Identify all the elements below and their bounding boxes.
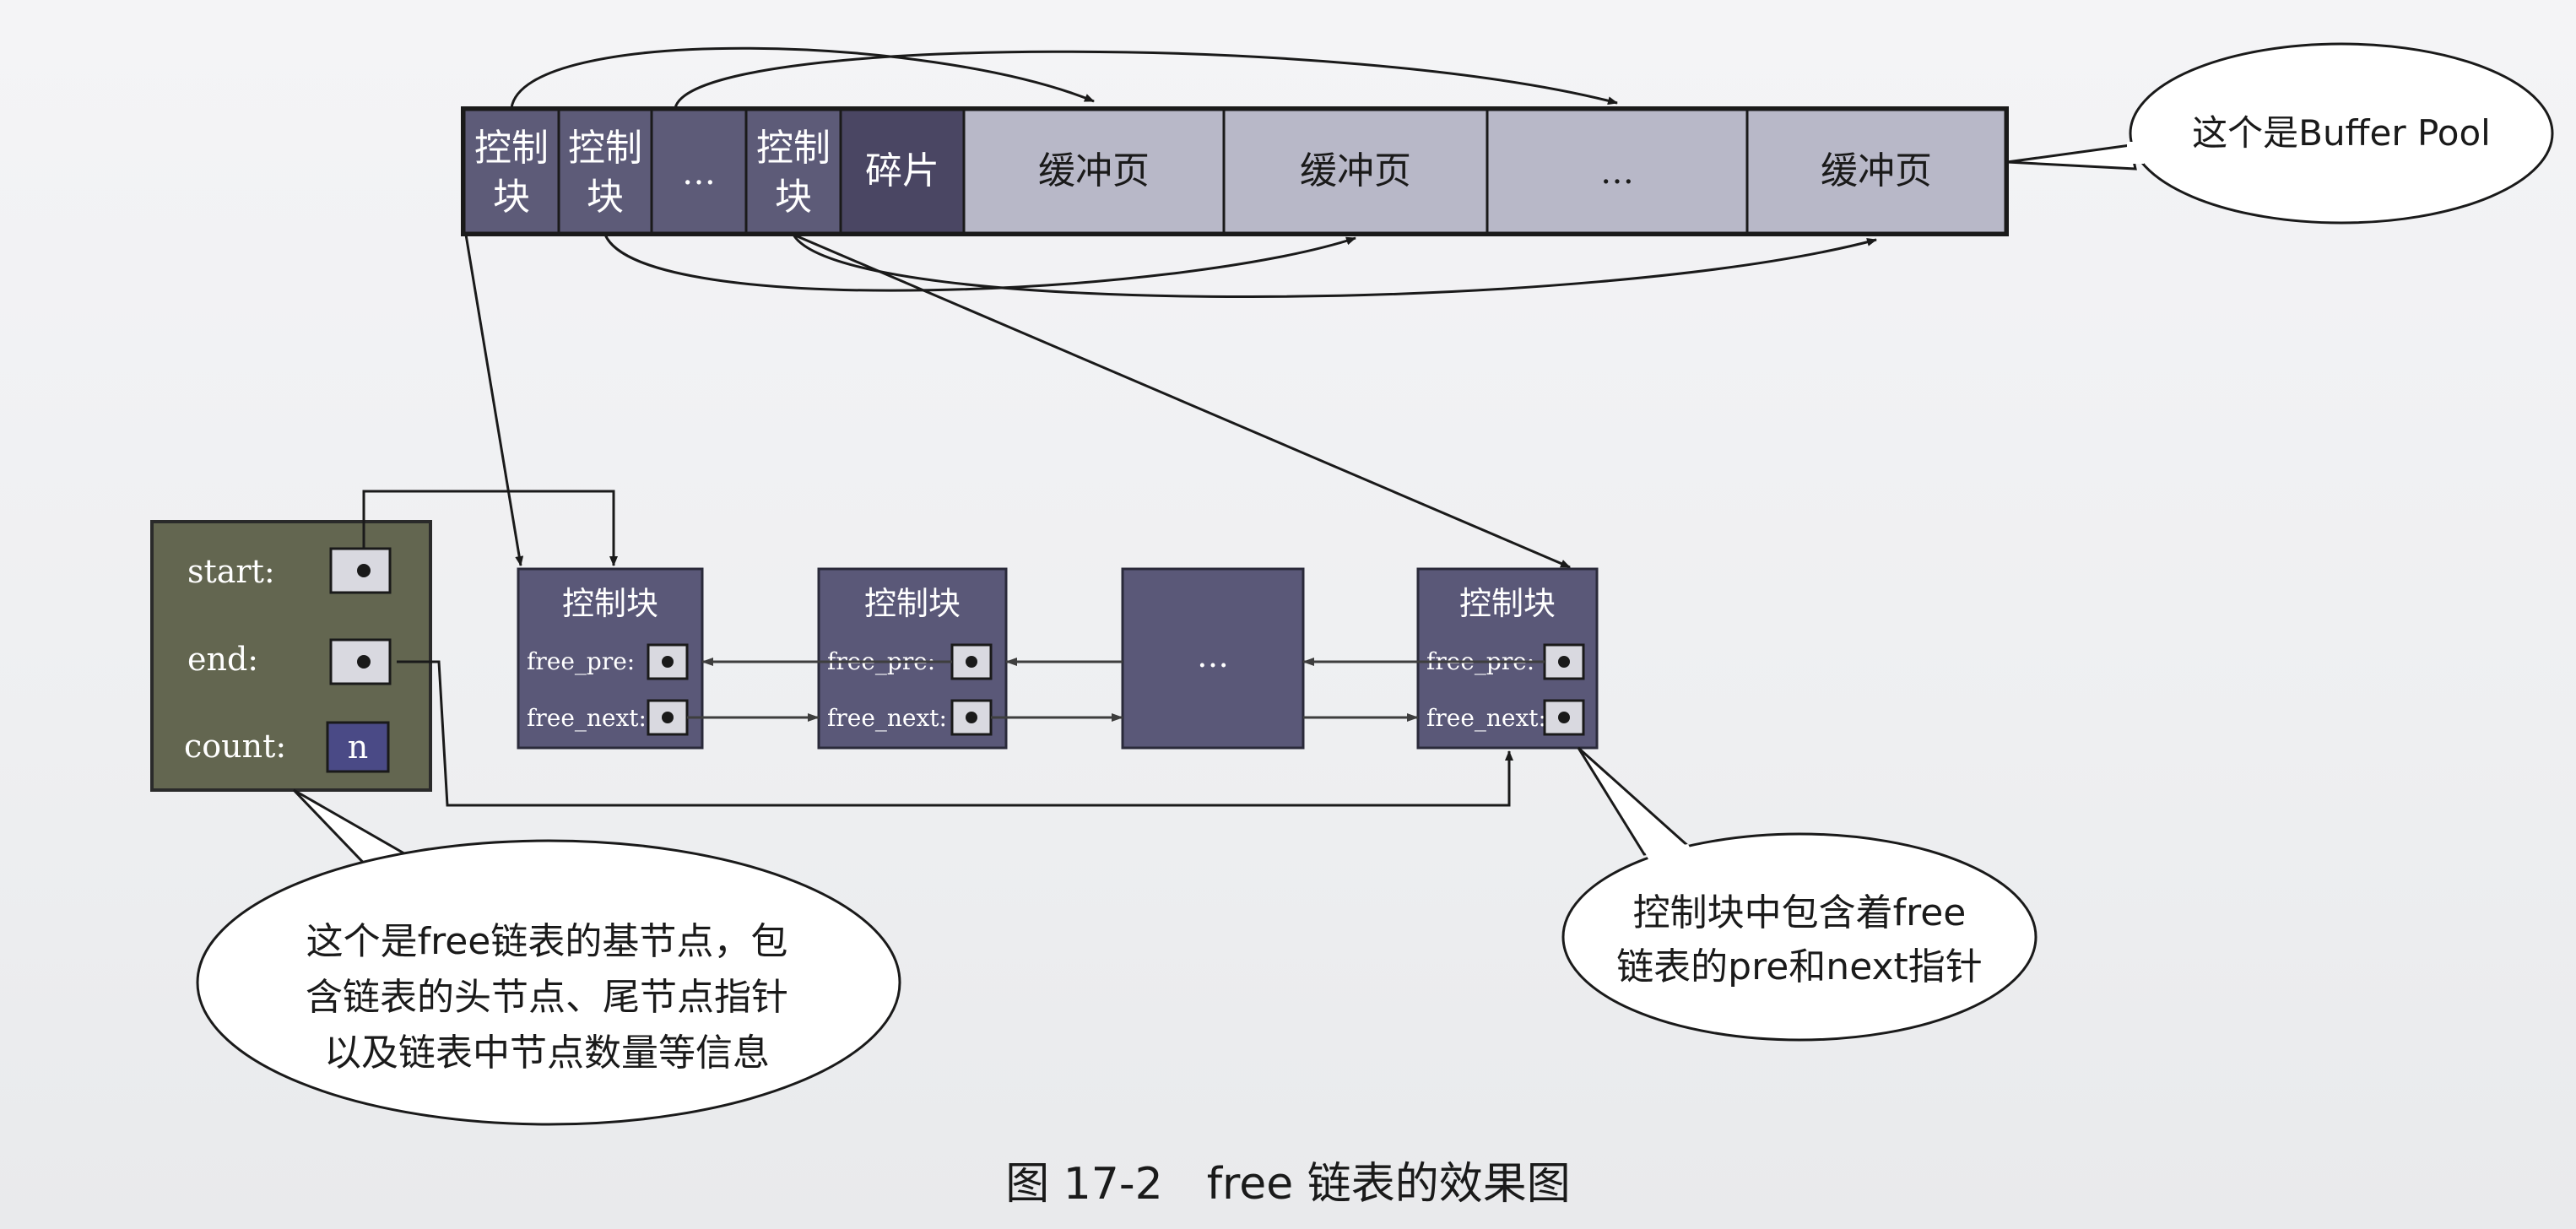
list-node-1: 控制块 free_pre: free_next: <box>517 567 704 750</box>
cell-label-line2: 块 <box>587 176 624 219</box>
base-node-callout-line-3: 以及链表中节点数量等信息 <box>324 1031 770 1075</box>
buffer-pool-cell-ellipsis-2: … <box>1486 108 1749 235</box>
cell-label-line1: 控制 <box>568 127 642 170</box>
bottom-arcs <box>603 234 1877 298</box>
free-pre-label: free_pre: <box>527 647 635 675</box>
cell-label-line1: … <box>1600 153 1634 192</box>
cell-label-line1: 碎片 <box>865 149 939 192</box>
free-next-label: free_next: <box>527 704 647 732</box>
control-block-callout-line-1: 控制块中包含着free <box>1633 891 1967 934</box>
start-pointer-line <box>362 490 618 566</box>
cell-label-line1: 缓冲页 <box>1038 149 1150 192</box>
end-pointer <box>329 638 392 685</box>
control-block-callout-line-2: 链表的pre和next指针 <box>1616 945 1983 988</box>
node-title: 控制块 <box>864 585 961 622</box>
count-value: n <box>348 728 368 766</box>
buffer-pool-cell-control-3: 控制 块 <box>744 108 842 235</box>
top-arcs <box>510 46 1618 109</box>
buffer-pool-callout-text: 这个是Buffer Pool <box>2192 112 2491 154</box>
cell-label-line2: 块 <box>775 176 812 219</box>
buffer-pool-cell-control-1: 控制 块 <box>463 108 560 235</box>
free-pre-pointer <box>950 643 993 680</box>
buffer-pool-cell-page-1: 缓冲页 <box>962 108 1226 235</box>
line-control3-to-node4 <box>793 233 1571 569</box>
buffer-pool-strip: 控制 块 控制 块 … 控制 块 碎片 缓冲页 缓冲页 <box>461 106 2009 236</box>
list-node-4: 控制块 free_pre: free_next: <box>1416 567 1599 750</box>
buffer-pool-cell-page-2: 缓冲页 <box>1222 108 1489 235</box>
cell-label-line2: 块 <box>493 176 530 219</box>
control-block-callout: 控制块中包含着free 链表的pre和next指针 <box>1561 746 2038 1042</box>
free-next-label: free_next: <box>827 704 947 732</box>
end-label: end: <box>187 641 258 678</box>
node-links <box>687 658 1545 722</box>
buffer-pool-callout: 这个是Buffer Pool <box>2006 42 2554 225</box>
start-label: start: <box>187 553 275 590</box>
arc-control1-to-page1 <box>510 46 1095 109</box>
line-control1-to-node1 <box>464 234 524 566</box>
cell-label-line1: … <box>682 154 716 192</box>
buffer-pool-cell-page-3: 缓冲页 <box>1745 108 2007 235</box>
node-title: 控制块 <box>1459 585 1556 622</box>
figure-caption: 图 17-2 free 链表的效果图 <box>1005 1159 1571 1210</box>
list-node-2: 控制块 free_pre: free_next: <box>817 567 1008 750</box>
base-node-callout-line-2: 含链表的头节点、尾节点指针 <box>306 976 788 1019</box>
node-title: … <box>1197 637 1229 674</box>
list-node-ellipsis: … <box>1121 567 1305 750</box>
count-box: n <box>326 721 390 773</box>
buffer-pool-cell-ellipsis-1: … <box>650 108 748 235</box>
cell-label-line1: 控制 <box>756 127 831 170</box>
start-pointer <box>329 547 392 594</box>
node-title: 控制块 <box>562 585 658 622</box>
base-node-callout-line-1: 这个是free链表的基节点，包 <box>306 920 788 963</box>
free-list-base-node: start: end: count: n <box>150 520 432 792</box>
map-lines <box>464 233 1571 569</box>
cell-label-line1: 控制 <box>474 127 549 170</box>
free-next-label: free_next: <box>1426 704 1546 732</box>
buffer-pool-cell-fragment: 碎片 <box>839 108 966 235</box>
base-node-callout: 这个是free链表的基节点，包 含链表的头节点、尾节点指针 以及链表中节点数量等… <box>196 788 901 1126</box>
buffer-pool-cell-control-2: 控制 块 <box>557 108 653 235</box>
count-label: count: <box>184 728 286 765</box>
end-pointer-line <box>397 660 1513 807</box>
cell-label-line1: 缓冲页 <box>1821 149 1932 192</box>
arc-to-page-ellipsis <box>674 50 1618 109</box>
cell-label-line1: 缓冲页 <box>1300 149 1411 192</box>
arc-control3-to-page3 <box>792 234 1877 298</box>
arc-control2-to-page2 <box>603 234 1356 292</box>
